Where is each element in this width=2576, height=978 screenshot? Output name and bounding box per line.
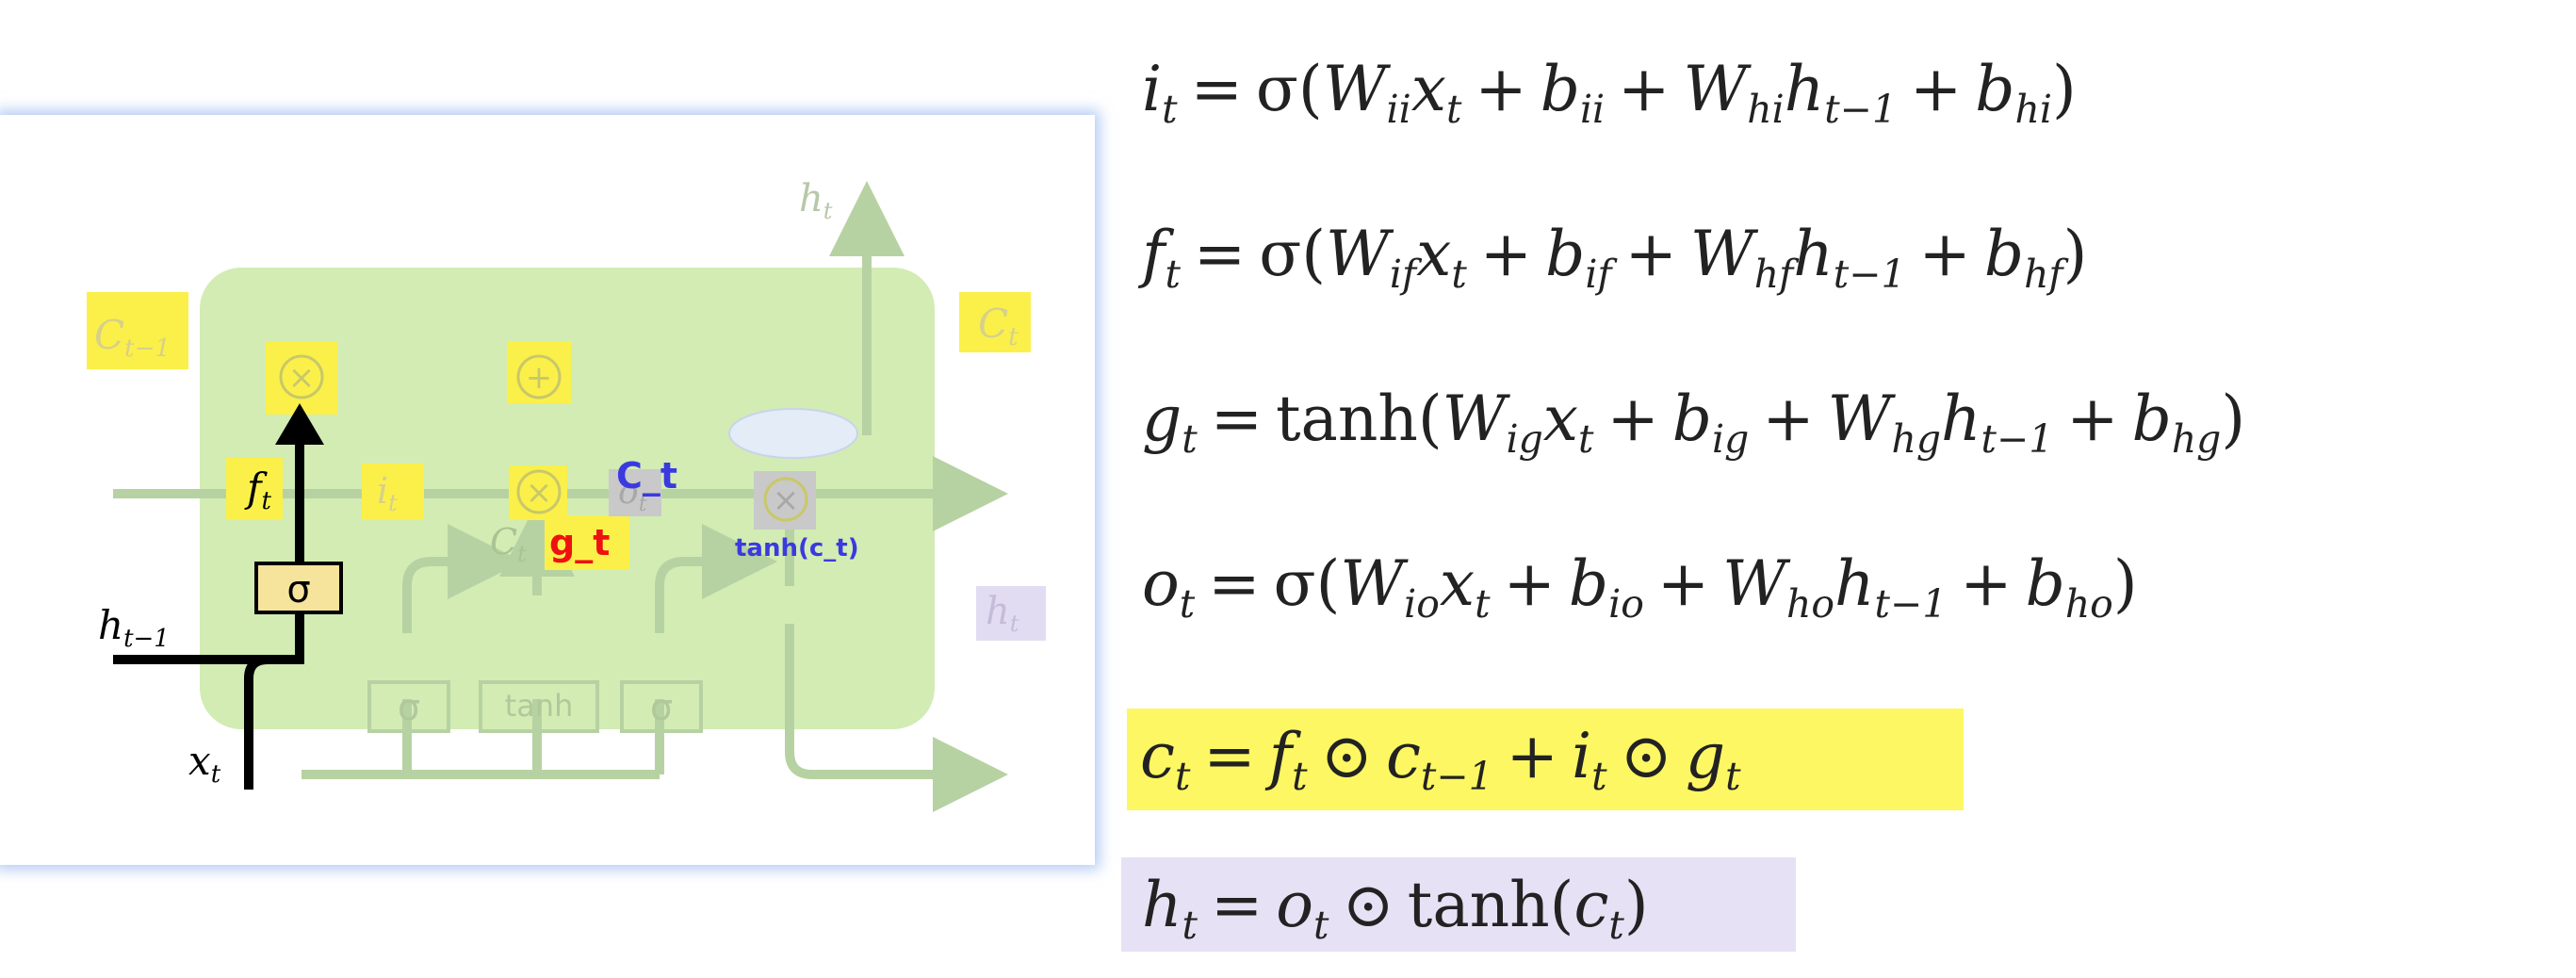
o-gate-label: ot (618, 473, 647, 516)
equation-cell-candidate: gt=tanh(Wigxt+big+Whght−1+bhg) (1142, 383, 2246, 463)
equation-forget-gate: ft=σ(Wifxt+bif+Whfht−1+bhf) (1142, 218, 2088, 298)
equation-input-gate: it=σ(Wiixt+bii+Whiht−1+bhi) (1142, 53, 2077, 133)
h-prev-label: ht−1 (98, 602, 170, 653)
i-gate-label: it (377, 470, 398, 516)
g-t-annotation: g_t (549, 522, 610, 563)
lstm-diagram-panel: σ tanh σ × + × × (0, 115, 1095, 865)
multiply-icon: × (288, 359, 316, 397)
multiply-icon: × (773, 481, 800, 519)
equation-cell-state: ct=ft⊙ct−1+it⊙gt (1140, 720, 1741, 800)
tanh-annotation: tanh(c_t) (735, 534, 859, 562)
c-tilde-label: Ct (490, 521, 527, 567)
c-out-label: Ct (978, 301, 1019, 351)
highlight-boxes (87, 292, 1046, 641)
c-prev-label: Ct−1 (94, 312, 171, 363)
forget-gate-path (113, 403, 343, 790)
equation-output-gate: ot=σ(Wioxt+bio+Whoht−1+bho) (1142, 547, 2138, 628)
h-out-right-label: ht (986, 590, 1019, 637)
sigma-symbol: σ (650, 687, 673, 728)
sigma-symbol: σ (398, 687, 420, 728)
hidden-state-highlight (1121, 857, 1796, 952)
cell-state-highlight (1127, 709, 1964, 810)
h-out-top-label: ht (799, 177, 833, 224)
c-t-annotation: C_t (616, 455, 677, 497)
equation-hidden-state: ht=ot⊙tanh(ct) (1142, 869, 1649, 949)
tanh-ellipse (728, 408, 858, 459)
add-icon: + (526, 359, 553, 397)
tanh-block-label: tanh (505, 688, 574, 724)
x-input-label: xt (188, 738, 221, 789)
sigma-box (254, 562, 343, 614)
faded-gate-boxes (367, 680, 703, 733)
pointwise-ops (279, 354, 808, 522)
lstm-cell-diagram: σ tanh σ × + × × (87, 177, 1046, 812)
sigma-symbol: σ (286, 568, 310, 611)
multiply-icon: × (526, 474, 553, 512)
